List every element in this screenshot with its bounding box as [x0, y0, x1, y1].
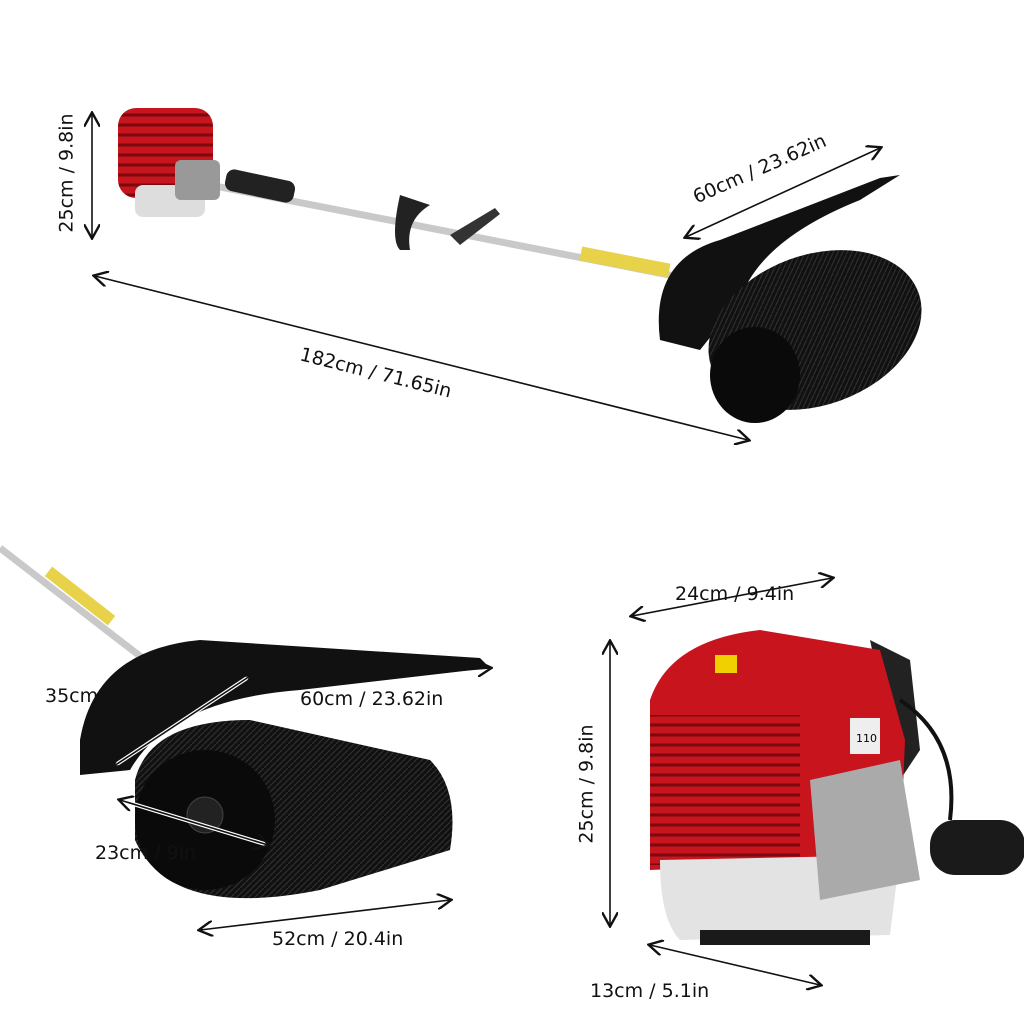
- hood-width-label: 60cm / 23.62in: [300, 688, 444, 710]
- shaft-label-sticker: [579, 246, 671, 278]
- top-sweeper-machine: [118, 108, 922, 423]
- brush-detail-machine: [0, 545, 490, 899]
- top-brush-width-arrow: [686, 148, 880, 237]
- warning-sticker: [715, 655, 737, 673]
- hood-width-arrow: [258, 668, 490, 686]
- brush-end: [710, 327, 800, 423]
- brush-length-label: 52cm / 20.4in: [272, 928, 404, 950]
- total-length-arrow: [95, 276, 748, 440]
- shaft-label-sticker: [44, 566, 116, 626]
- engine-grill: [650, 715, 800, 865]
- hood-depth-arrow: [114, 676, 250, 766]
- brush-diameter-label: 23cm / 9in: [95, 842, 197, 864]
- hood-depth-label: 35cm / 13.7in: [45, 685, 177, 707]
- grip: [930, 820, 1024, 875]
- trigger-handle: [450, 208, 500, 245]
- top-height-label: 25cm / 9.8in: [55, 113, 78, 233]
- engine-stand: [700, 930, 870, 945]
- grip: [224, 169, 296, 203]
- engine-badge-text: 110: [856, 732, 877, 745]
- shaft: [0, 545, 148, 663]
- cable: [898, 698, 954, 821]
- brush-length-arrow: [200, 900, 450, 930]
- engine-width-label: 24cm / 9.4in: [675, 583, 795, 605]
- engine-depth-arrow: [650, 945, 820, 985]
- clutch-housing: [810, 760, 920, 900]
- engine-depth-label: 13cm / 5.1in: [590, 980, 710, 1002]
- brush-diameter-arrow: [120, 800, 268, 845]
- engine-detail: 110: [650, 630, 1024, 945]
- handle: [395, 195, 430, 250]
- engine-housing: [175, 160, 220, 200]
- engine-width-arrow: [632, 578, 832, 616]
- engine-badge: [850, 718, 880, 754]
- engine-height-label: 25cm / 9.8in: [575, 724, 598, 844]
